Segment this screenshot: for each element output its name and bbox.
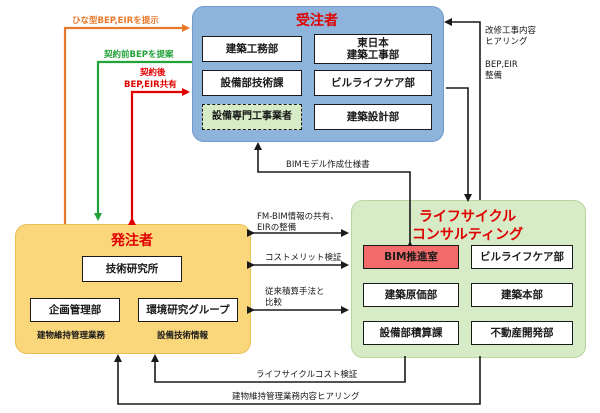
label-hina-bep: ひな型BEP,EIRを提示 [72, 16, 159, 26]
box-architecture-design: 建築設計部 [314, 104, 432, 130]
label-maintenance: 建物維持管理業務 [37, 331, 106, 341]
arrow-lifecycle [151, 354, 406, 383]
label-conventional-line1: 従来積算手法と [265, 287, 325, 297]
arrow-hina-bep [63, 24, 190, 224]
box-cost-dept: 建築原価部 [363, 283, 459, 307]
arrow-maintenance [114, 354, 481, 405]
consulting-title-line2: コンサルティング [411, 227, 524, 243]
box-building-care-contractor: ビルライフケア部 [314, 70, 432, 96]
label-fm-bim-line2: EIRの整備 [257, 223, 297, 233]
label-pre-bep: 契約前BEPを提案 [104, 50, 174, 60]
arrow-renovation [444, 18, 481, 200]
box-equipment-tech: 設備部技術課 [202, 70, 302, 96]
label-renovation-line2: ヒアリング [485, 37, 528, 47]
box-planning: 企画管理部 [30, 298, 120, 322]
box-research-lab: 技術研究所 [82, 256, 182, 282]
arrow-pre-bep [94, 60, 192, 221]
label-post-bep-line2: BEP,EIR共有 [124, 80, 177, 90]
box-bim-promotion: BIM推進室 [363, 245, 459, 269]
box-east-japan-line2: 建築工事部 [346, 49, 400, 61]
label-conventional-line2: 比較 [265, 298, 283, 308]
label-fm-bim-line1: FM-BIM情報の共有、 [257, 212, 339, 222]
arrow-bim-spec [254, 142, 414, 249]
box-equipment-contractor: 設備専門工事業者 [202, 104, 302, 130]
box-building-care-consulting: ビルライフケア部 [471, 245, 573, 269]
arrow-post-bep [128, 88, 190, 225]
consulting-title-line1: ライフサイクル [418, 209, 517, 225]
contractor-title: 受注者 [296, 13, 338, 29]
box-real-estate: 不動産開発部 [471, 321, 573, 345]
client-group [15, 224, 251, 354]
label-bep-eir-line2: 整備 [485, 71, 503, 81]
label-cost-merit: コストメリット検証 [265, 253, 342, 263]
label-lifecycle-cost: ライフサイクルコスト検証 [256, 370, 358, 380]
label-bim-spec: BIMモデル作成仕様書 [286, 160, 370, 170]
label-maintenance-hearing: 建物維持管理業務内容ヒアリング [232, 392, 360, 402]
box-architecture-hq: 建築本部 [471, 283, 573, 307]
box-env-research: 環境研究グループ [138, 298, 238, 322]
label-equipment-info: 設備技術情報 [157, 331, 209, 341]
box-east-japan: 東日本 建築工事部 [314, 34, 432, 64]
box-east-japan-line1: 東日本 [357, 36, 389, 49]
label-post-bep-line1: 契約後 [140, 68, 166, 78]
box-estimation: 設備部積算課 [363, 321, 459, 345]
label-renovation-line1: 改修工事内容 [485, 26, 537, 36]
box-architecture-dept: 建築工務部 [202, 36, 302, 62]
arrow-bep-eir [446, 87, 472, 202]
client-title: 発注者 [111, 233, 153, 249]
label-bep-eir-line1: BEP,EIR [485, 60, 518, 70]
